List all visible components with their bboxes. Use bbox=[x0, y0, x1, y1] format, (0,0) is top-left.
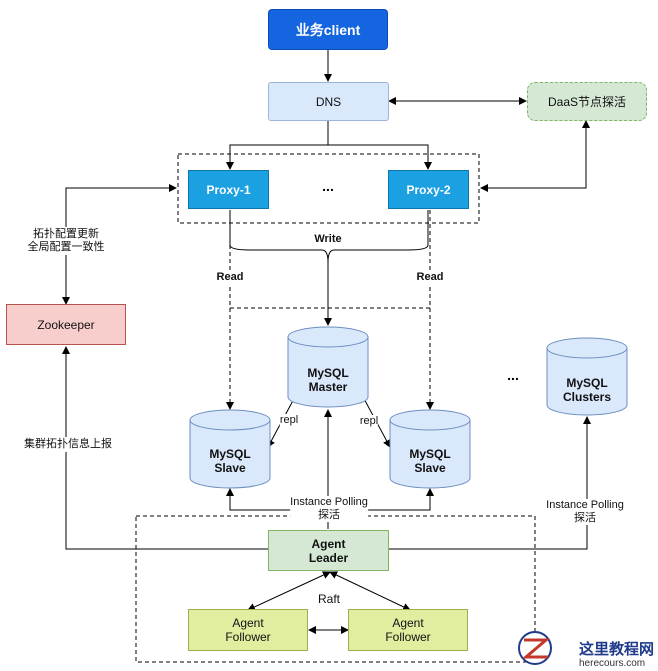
watermark-title: 这里教程网 bbox=[578, 641, 654, 658]
proxy-1-node: Proxy-1 bbox=[188, 170, 269, 209]
watermark-logo-icon bbox=[518, 631, 552, 665]
mysql-master-label: MySQL Master bbox=[307, 366, 349, 394]
mysql-clusters-label: MySQL Clusters bbox=[562, 376, 612, 404]
repl-left-label: repl bbox=[279, 414, 299, 427]
cluster-report-label: 集群拓扑信息上报 bbox=[24, 437, 112, 452]
mysql-slave-left-label: MySQL Slave bbox=[209, 447, 251, 475]
read-left-label: Read bbox=[216, 271, 244, 284]
edge-dns-proxy1 bbox=[226, 121, 329, 170]
edge-daas-proxy-group bbox=[480, 120, 590, 192]
instance-polling-center-label: Instance Polling 探活 bbox=[290, 496, 368, 522]
write-label: Write bbox=[312, 233, 344, 246]
agent-follower-right-node: Agent Follower bbox=[348, 609, 468, 651]
edge-leader-clusters bbox=[389, 416, 591, 550]
instance-polling-right-label: Instance Polling 探活 bbox=[546, 499, 624, 525]
read-right-label: Read bbox=[416, 271, 444, 284]
proxy-group-box bbox=[177, 153, 480, 224]
repl-right-label: repl bbox=[359, 415, 379, 428]
proxy-ellipsis: ... bbox=[322, 178, 334, 194]
mysql-master-cylinder bbox=[287, 326, 369, 408]
dns-node: DNS bbox=[268, 82, 389, 121]
edge-dns-proxy2 bbox=[328, 144, 432, 170]
edge-write-proxy1 bbox=[229, 210, 332, 326]
mysql-slave-right-cylinder bbox=[389, 409, 471, 489]
edge-raft-left bbox=[247, 571, 331, 611]
watermark: 这里教程网 herecours.com bbox=[541, 641, 654, 670]
daas-probe-node: DaaS节点探活 bbox=[527, 82, 647, 121]
mysql-clusters-cylinder bbox=[546, 337, 628, 416]
proxy-2-node: Proxy-2 bbox=[388, 170, 469, 209]
edge-zk-proxy bbox=[62, 184, 177, 305]
agent-leader-node: Agent Leader bbox=[268, 530, 389, 571]
watermark-url: herecours.com bbox=[578, 658, 646, 669]
raft-label: Raft bbox=[317, 592, 341, 606]
edge-leader-zk bbox=[62, 346, 268, 550]
mysql-slave-right-label: MySQL Slave bbox=[409, 447, 451, 475]
mysql-slave-left-cylinder bbox=[189, 409, 271, 489]
edge-raft-right bbox=[329, 571, 411, 611]
client-node: 业务client bbox=[268, 9, 388, 50]
agent-follower-left-node: Agent Follower bbox=[188, 609, 308, 651]
zookeeper-node: Zookeeper bbox=[6, 304, 126, 345]
clusters-ellipsis: ... bbox=[507, 367, 519, 383]
topology-update-label: 拓扑配置更新 全局配置一致性 bbox=[27, 227, 105, 255]
edge-write-proxy2 bbox=[327, 210, 429, 263]
